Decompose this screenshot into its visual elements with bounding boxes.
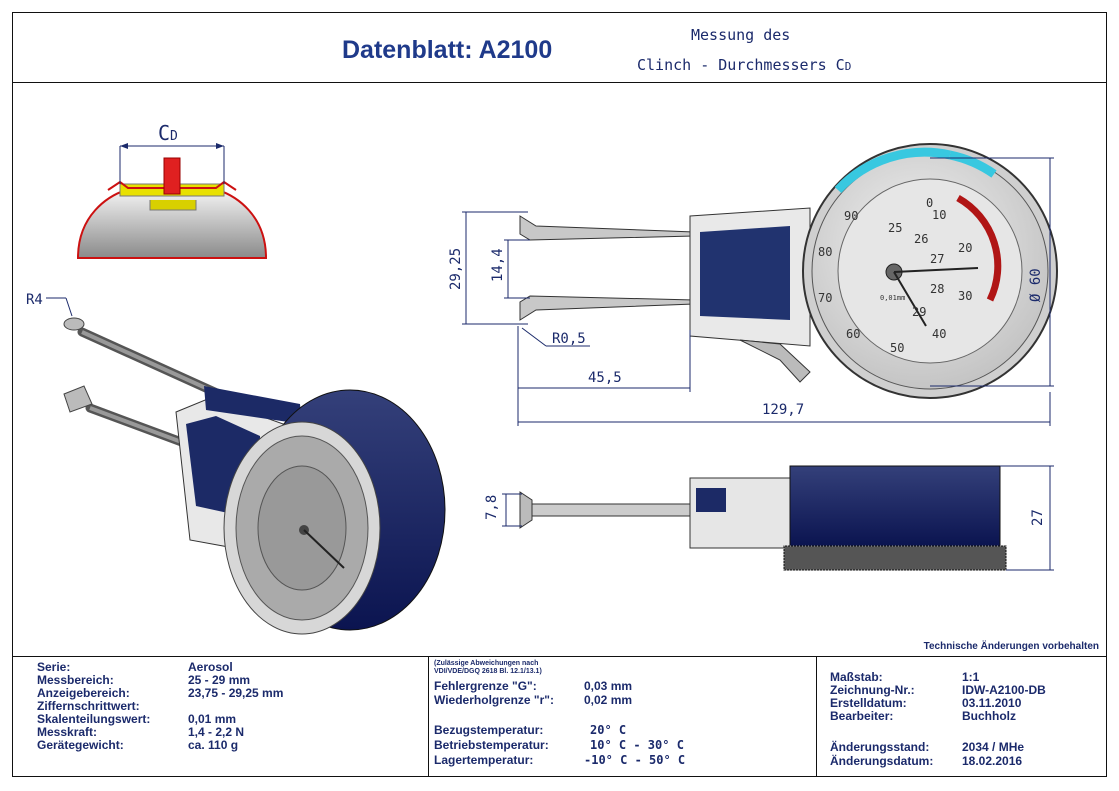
spec-value: 25 - 29 mm (188, 673, 251, 687)
spec-value: 20° C (590, 723, 627, 737)
change-note: Technische Änderungen vorbehalten (923, 641, 1099, 652)
svg-text:20: 20 (958, 241, 972, 255)
dim-45-5: 45,5 (588, 370, 622, 386)
spec-value: 0,03 mm (584, 679, 633, 693)
spec-value: 0,01 mm (188, 712, 237, 726)
front-dimensions (462, 157, 1054, 426)
spec-value: 10° C - 30° C (590, 738, 684, 752)
spec-label: Serie: (37, 660, 71, 674)
svg-text:25: 25 (888, 221, 902, 235)
spec-label: Skalenteilungswert: (37, 712, 151, 726)
dim-129-7: 129,7 (762, 402, 804, 418)
dim-14-4: 14,4 (490, 248, 506, 282)
spec-label: Bearbeiter: (830, 709, 894, 723)
spec-label: Änderungsstand: (830, 740, 930, 754)
spec-label: Maßstab: (830, 670, 883, 684)
header-divider (12, 82, 1107, 83)
svg-text:26: 26 (914, 232, 928, 246)
spec-label: Anzeigebereich: (37, 686, 130, 700)
spec-value: 1,4 - 2,2 N (188, 725, 245, 739)
dim-29-25: 29,25 (448, 248, 464, 290)
spec-value: -10° C - 50° C (584, 753, 686, 767)
spec-label: Erstelldatum: (830, 696, 907, 710)
spec-label: Ziffernschrittwert: (37, 699, 140, 713)
spec-value: 1:1 (962, 670, 980, 684)
subtitle-line2: Clinch - Durchmessers CD (637, 56, 852, 74)
spec-label: Zeichnung-Nr.: (830, 683, 915, 697)
spec-label: Lagertemperatur: (434, 753, 534, 767)
spec-value: 2034 / MHe (962, 740, 1025, 754)
svg-text:90: 90 (844, 209, 858, 223)
svg-text:27: 27 (930, 252, 944, 266)
spec-label: Fehlergrenze "G": (434, 679, 537, 693)
side-dimensions (502, 465, 1054, 571)
spec-label: Betriebstemperatur: (434, 738, 549, 752)
dim-27: 27 (1030, 509, 1046, 526)
footer-divider (12, 656, 1107, 657)
spec-label: Wiederholgrenze "r": (434, 693, 554, 707)
svg-text:60: 60 (846, 327, 860, 341)
spec-value: 03.11.2010 (962, 696, 1022, 710)
spec-label: Bezugstemperatur: (434, 723, 544, 737)
spec-value: ca. 110 g (188, 738, 239, 752)
svg-text:0,01mm: 0,01mm (880, 294, 905, 302)
footer-separator-2 (816, 656, 817, 777)
spec-label: Messkraft: (37, 725, 98, 739)
spec-value: Buchholz (962, 709, 1016, 723)
r05-label: R0,5 (552, 331, 586, 347)
dial-numbers: 0 10 20 30 40 50 60 70 80 90 25 26 27 28… (818, 196, 972, 355)
svg-text:40: 40 (932, 327, 946, 341)
gauge-front-view (519, 143, 1058, 399)
spec-value: 18.02.2016 (962, 754, 1023, 768)
r4-label: R4 (26, 292, 43, 308)
spec-label: Gerätegewicht: (37, 738, 124, 752)
norm-note-1: (Zulässige Abweichungen nach (434, 660, 539, 667)
subtitle-line1: Messung des (691, 26, 791, 44)
norm-note-2: VDI/VDE/DGQ 2618 Bl. 12.1/13.1) (434, 668, 542, 675)
spec-value: IDW-A2100-DB (962, 683, 1046, 697)
page-title: Datenblatt: A2100 (342, 36, 553, 64)
svg-text:30: 30 (958, 289, 972, 303)
spec-value: 0,02 mm (584, 693, 633, 707)
spec-value: 23,75 - 29,25 mm (188, 686, 284, 700)
dim-60: Ø 60 (1028, 268, 1044, 302)
svg-text:0: 0 (926, 196, 933, 210)
footer-separator-1 (428, 656, 429, 777)
spec-label: Änderungsdatum: (830, 754, 934, 768)
svg-text:28: 28 (930, 282, 944, 296)
svg-text:80: 80 (818, 245, 832, 259)
gauge-isometric-view (63, 317, 446, 635)
svg-text:10: 10 (932, 208, 946, 222)
svg-text:50: 50 (890, 341, 904, 355)
spec-label: Messbereich: (37, 673, 114, 687)
drawing-frame (12, 12, 1107, 777)
cd-label: CD (158, 121, 178, 145)
svg-text:70: 70 (818, 291, 832, 305)
aerosol-section-view (76, 143, 268, 259)
svg-text:29: 29 (912, 305, 926, 319)
dim-7-8: 7,8 (484, 495, 500, 520)
spec-value: Aerosol (188, 660, 233, 674)
gauge-side-view (519, 465, 1007, 571)
